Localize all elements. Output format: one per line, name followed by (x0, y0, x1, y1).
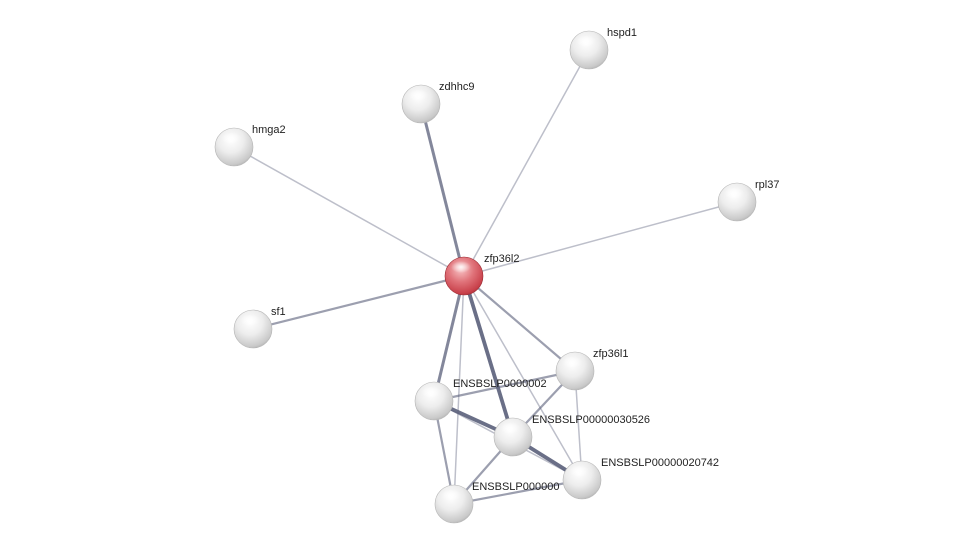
node-label-rpl37: rpl37 (755, 179, 779, 191)
node-highlight (408, 89, 428, 101)
node-highlight (240, 314, 260, 326)
edge-zfp36l2-sf1[interactable] (251, 274, 466, 331)
node-label-zdhhc9: zdhhc9 (439, 81, 474, 93)
node-hmga2[interactable]: hmga2 (214, 124, 286, 167)
node-ENSBSLP00000030526[interactable]: ENSBSLP00000030526 (493, 414, 650, 457)
node-zdhhc9[interactable]: zdhhc9 (401, 81, 474, 124)
node-highlight (451, 261, 471, 273)
edge-zfp36l2-zfp36l1[interactable] (462, 274, 577, 373)
edges-layer (233, 49, 738, 506)
node-sf1[interactable]: sf1 (233, 306, 286, 349)
node-highlight (441, 489, 461, 501)
node-highlight (421, 386, 441, 398)
node-label-ENSBSLP0000002x: ENSBSLP0000002 (453, 378, 547, 390)
node-label-hmga2: hmga2 (252, 124, 286, 136)
node-highlight (724, 187, 744, 199)
node-hspd1[interactable]: hspd1 (569, 27, 637, 70)
node-ENSBSLP00000020742[interactable]: ENSBSLP00000020742 (562, 457, 719, 500)
edge-zfp36l2-ENSBSLP0000002x[interactable] (432, 274, 466, 403)
edge-zfp36l2-ENSBSLP00000030526[interactable] (462, 274, 515, 439)
node-label-ENSBSLP00000030526: ENSBSLP00000030526 (532, 414, 650, 426)
node-zfp36l1[interactable]: zfp36l1 (555, 348, 628, 391)
node-label-sf1: sf1 (271, 306, 286, 318)
node-ENSBSLP0000002x[interactable]: ENSBSLP0000002 (414, 378, 547, 421)
edge-ENSBSLP0000002x-zfp36l1[interactable] (432, 369, 577, 403)
edge-zfp36l2-zdhhc9[interactable] (419, 102, 466, 278)
nodes-layer: zfp36l2 hspd1 zdhhc9 hmga2 rpl37 sf1 zfp36l1EN… (214, 27, 779, 524)
node-label-ENSBSLP00000020742: ENSBSLP00000020742 (601, 457, 719, 469)
node-highlight (500, 422, 520, 434)
edge-zfp36l2-ENSBSLP0000000x[interactable] (453, 275, 465, 505)
node-highlight (569, 465, 589, 477)
edge-zfp36l2-hspd1[interactable] (463, 49, 590, 277)
node-label-ENSBSLP0000000x: ENSBSLP000000 (472, 481, 559, 493)
node-label-zfp36l1: zfp36l1 (593, 348, 628, 360)
node-label-hspd1: hspd1 (607, 27, 637, 39)
node-ENSBSLP0000000x[interactable]: ENSBSLP000000 (434, 481, 559, 524)
edge-zfp36l2-ENSBSLP00000020742[interactable] (463, 275, 583, 481)
node-rpl37[interactable]: rpl37 (717, 179, 779, 222)
node-zfp36l2[interactable]: zfp36l2 (444, 253, 519, 296)
node-highlight (221, 132, 241, 144)
node-highlight (576, 35, 596, 47)
node-label-zfp36l2: zfp36l2 (484, 253, 519, 265)
edge-zfp36l2-hmga2[interactable] (233, 146, 465, 277)
edge-zfp36l2-rpl37[interactable] (463, 201, 738, 277)
edge-ENSBSLP0000000x-ENSBSLP00000020742[interactable] (452, 478, 584, 506)
node-highlight (562, 356, 582, 368)
